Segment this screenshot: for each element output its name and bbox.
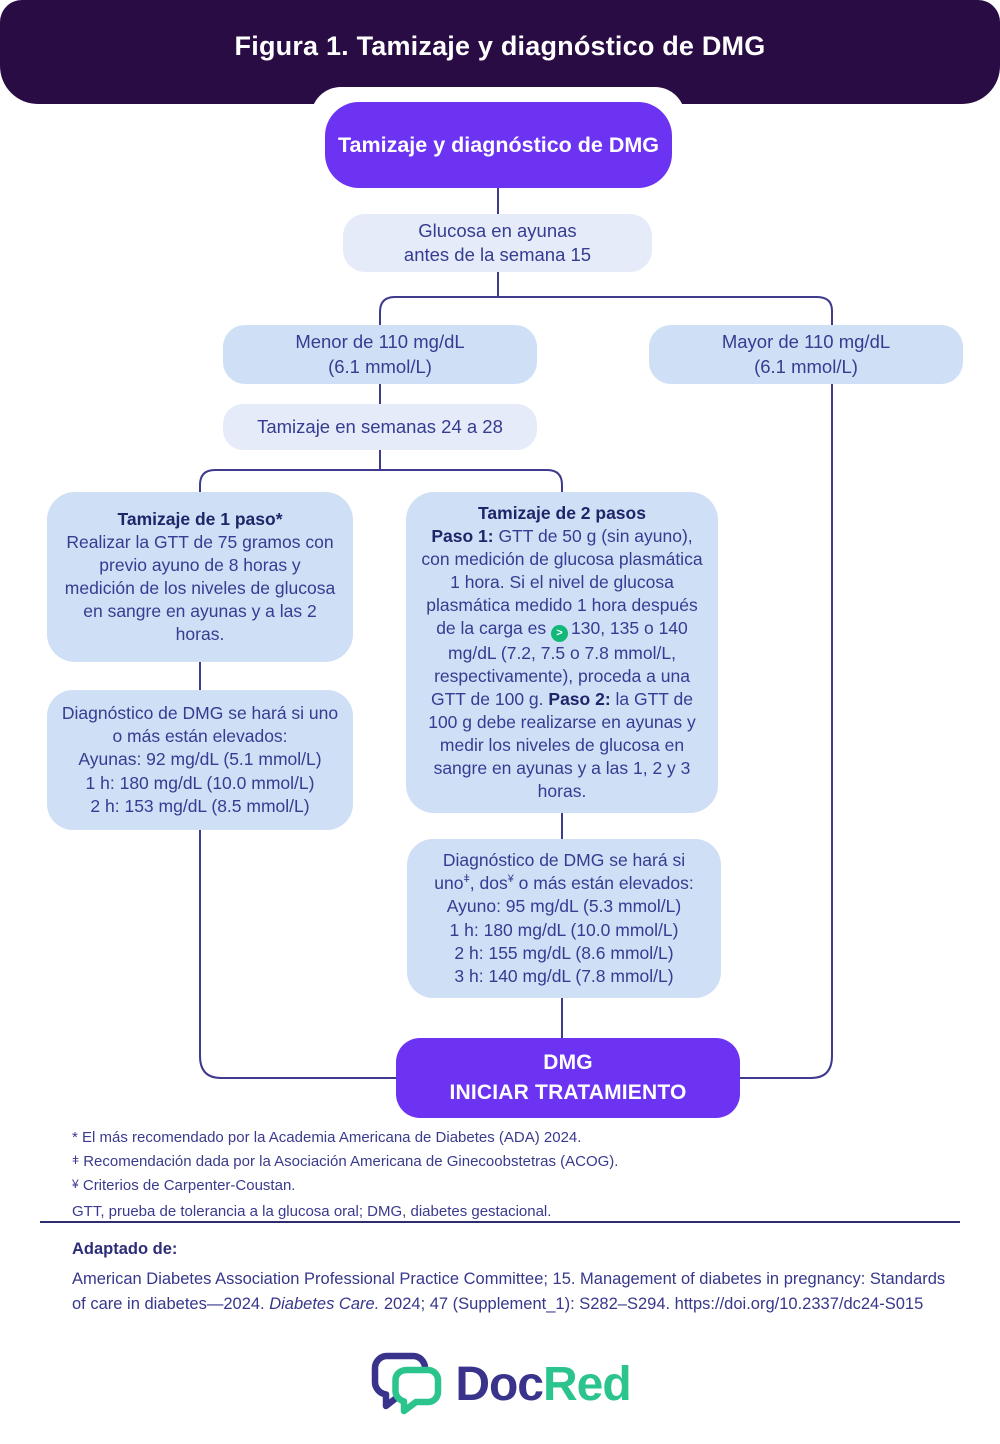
figure-header: Figura 1. Tamizaje y diagnóstico de DMG	[0, 0, 1000, 104]
step1-text-b: 130, 135 o 140 mg/dL (7.2, 7.5 o 7.8 mmo…	[430, 618, 690, 709]
two-step-dx-condition: unoǂ, dos¥ o más están elevados:	[434, 873, 694, 894]
step2-label: Paso 2:	[548, 688, 611, 709]
docred-logo-icon	[372, 1352, 442, 1415]
connector-branch-steps	[199, 469, 563, 492]
node-root: Tamizaje y diagnóstico de DMG	[325, 102, 672, 188]
footnote-marker-acog: ǂ	[463, 873, 470, 886]
docred-logo: DocRed	[0, 1350, 1000, 1420]
two-step-body: Paso 1: GTT de 50 g (sin ayuno), con med…	[417, 525, 707, 803]
step1-text-a: GTT de 50 g (sin ayuno), con medición de…	[421, 526, 703, 639]
chat-bubble-front	[392, 1366, 442, 1415]
node-one-step-diagnosis: Diagnóstico de DMG se hará si uno o más …	[47, 690, 353, 830]
higher-line2: (6.1 mmol/L)	[754, 355, 858, 377]
node-outcome-dmg: DMG INICIAR TRATAMIENTO	[396, 1038, 740, 1118]
connector-higher-outcome	[739, 384, 833, 1079]
citation-text: American Diabetes Association Profession…	[72, 1270, 946, 1314]
weeks-label: Tamizaje en semanas 24 a 28	[257, 416, 503, 437]
node-lower-110: Menor de 110 mg/dL (6.1 mmol/L)	[223, 325, 537, 384]
footnotes: * El más recomendado por la Academia Ame…	[72, 1129, 618, 1227]
footnote-ada: * El más recomendado por la Academia Ame…	[72, 1129, 582, 1146]
node-fasting-glucose: Glucosa en ayunas antes de la semana 15	[343, 214, 652, 272]
fasting-line1: Glucosa en ayunas	[418, 219, 577, 241]
two-step-dx-3h: 3 h: 140 mg/dL (7.8 mmol/L)	[454, 965, 674, 986]
abbreviations: GTT, prueba de tolerancia a la glucosa o…	[72, 1203, 552, 1220]
greater-or-equal-icon: >	[551, 624, 568, 642]
higher-line1: Mayor de 110 mg/dL	[721, 331, 891, 353]
one-step-dx-1h: 1 h: 180 mg/dL (10.0 mmol/L)	[85, 772, 315, 793]
citation: Adaptado de: American Diabetes Associati…	[72, 1237, 952, 1317]
node-higher-110: Mayor de 110 mg/dL (6.1 mmol/L)	[649, 325, 963, 384]
divider-rule	[40, 1221, 960, 1223]
lower-line1: Menor de 110 mg/dL	[295, 331, 465, 353]
node-one-step: Tamizaje de 1 paso* Realizar la GTT de 7…	[47, 492, 353, 662]
node-two-step-diagnosis: Diagnóstico de DMG se hará si unoǂ, dos¥…	[407, 839, 721, 998]
two-step-dx-1h: 1 h: 180 mg/dL (10.0 mmol/L)	[449, 919, 679, 940]
step1-label: Paso 1:	[431, 526, 494, 547]
footnote-carpenter: ¥ Criterios de Carpenter-Coustan.	[72, 1177, 296, 1194]
one-step-dx-2h: 2 h: 153 mg/dL (8.5 mmol/L)	[90, 795, 310, 816]
node-weeks-24-28: Tamizaje en semanas 24 a 28	[223, 404, 537, 450]
outcome-line1: DMG	[543, 1050, 593, 1074]
connector-onestep-outcome	[199, 830, 397, 1079]
journal-name: Diabetes Care.	[269, 1295, 380, 1314]
one-step-dx-fasting: Ayunas: 92 mg/dL (5.1 mmol/L)	[78, 749, 322, 770]
connector-branch-top	[379, 296, 833, 325]
two-step-dx-fasting: Ayuno: 95 mg/dL (5.3 mmol/L)	[446, 896, 682, 917]
node-two-step: Tamizaje de 2 pasos Paso 1: GTT de 50 g …	[406, 492, 718, 813]
lower-line2: (6.1 mmol/L)	[328, 355, 432, 377]
one-step-title: Tamizaje de 1 paso*	[117, 508, 283, 529]
node-root-label: Tamizaje y diagnóstico de DMG	[338, 132, 659, 157]
step2-text: la GTT de 100 g debe realizarse en ayuna…	[428, 688, 696, 801]
two-step-dx-intro: Diagnóstico de DMG se hará si	[442, 850, 686, 871]
docred-logo-text: DocRed	[455, 1358, 631, 1411]
footnote-acog: ǂ Recomendación dada por la Asociación A…	[72, 1153, 619, 1170]
figure-title: Figura 1. Tamizaje y diagnóstico de DMG	[234, 30, 766, 61]
footnote-marker-carpenter: ¥	[507, 873, 514, 886]
two-step-title: Tamizaje de 2 pasos	[478, 503, 646, 524]
one-step-dx-intro: Diagnóstico de DMG se hará si uno o más …	[61, 703, 339, 747]
citation-label: Adaptado de:	[72, 1240, 178, 1258]
fasting-line2: antes de la semana 15	[403, 244, 592, 265]
two-step-dx-2h: 2 h: 155 mg/dL (8.6 mmol/L)	[454, 942, 674, 963]
outcome-line2: INICIAR TRATAMIENTO	[449, 1081, 687, 1104]
one-step-body: Realizar la GTT de 75 gramos con previo …	[64, 531, 336, 645]
